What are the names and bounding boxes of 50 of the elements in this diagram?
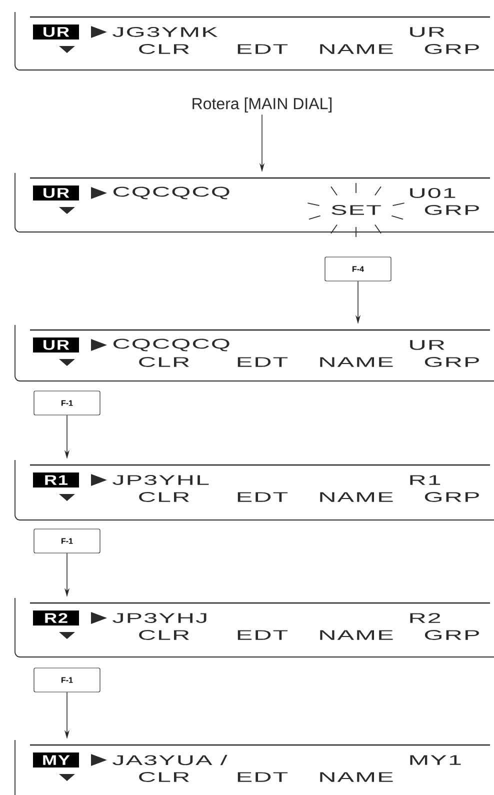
softkey-label: SET [330,204,382,216]
softkey-label: CLR [137,772,191,782]
softkey-label: EDT [235,492,289,502]
softkey-label: CLR [137,44,191,54]
key-button: F-1 [34,390,100,416]
softkey-label: CLR [137,630,191,640]
softkey-label: EDT [235,772,289,782]
softkey-label: NAME [318,492,394,502]
callsign-text: JP3YHJ [112,613,206,623]
key-button: F-4 [324,256,392,282]
callsign-text: CQCQCQ [113,338,230,352]
mode-tag: R2 [33,610,79,626]
display-screen [14,324,494,382]
softkey-label: NAME [318,772,394,782]
memory-label: UR [410,340,444,350]
softkey-label: CLR [137,356,191,368]
memory-label: R1 [410,475,440,485]
memory-label: MY1 [410,755,461,765]
callsign-text: JA3YUA / [112,754,228,766]
softkey-label: EDT [235,44,289,54]
softkey-label: EDT [235,630,289,640]
softkey-label: NAME [318,630,394,640]
memory-label: UR [410,27,444,37]
softkey-label: GRP [423,630,481,640]
softkey-label: NAME [318,356,394,368]
softkey-label: GRP [423,44,481,54]
callsign-text: CQCQCQ [113,186,230,200]
instruction-text: Rotera [MAIN DIAL] [192,98,332,112]
softkey-label: GRP [423,492,481,502]
memory-label: U01 [410,188,456,198]
display-screen [14,172,494,238]
display-screen [14,460,494,520]
mode-tag: UR [33,186,79,200]
softkey-label: GRP [423,356,481,368]
softkey-label: EDT [235,356,289,368]
display-screen [14,12,494,70]
softkey-label: NAME [318,44,394,54]
mode-tag: UR [33,24,79,40]
key-button: F-1 [34,528,100,554]
softkey-label: CLR [137,492,191,502]
display-screen [14,598,494,658]
display-screen [14,740,490,795]
mode-tag: R1 [33,472,79,488]
callsign-text: JP3YHL [112,475,209,485]
mode-tag: MY [33,752,79,768]
key-button: F-1 [34,668,100,692]
softkey-label: GRP [423,204,481,216]
callsign-text: JG3YMK [112,27,218,37]
memory-label: R2 [410,613,440,623]
mode-tag: UR [33,338,79,352]
